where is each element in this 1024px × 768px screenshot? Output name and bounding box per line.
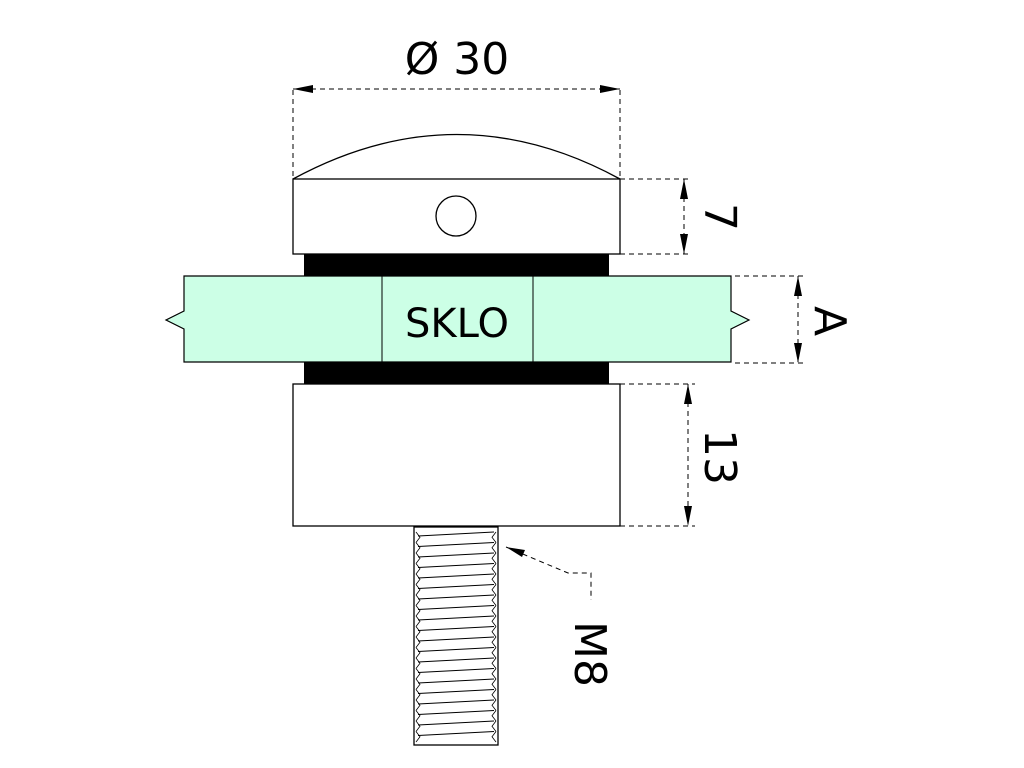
thread-line bbox=[417, 720, 495, 726]
cap-arrow-bottom bbox=[680, 234, 688, 254]
thread-crest bbox=[491, 594, 497, 606]
thread-crest bbox=[415, 647, 421, 659]
thread-crest bbox=[491, 563, 497, 575]
thread-line bbox=[417, 636, 495, 642]
set-screw-hole bbox=[435, 195, 477, 237]
cap-body bbox=[292, 178, 621, 255]
thread-crest bbox=[415, 626, 421, 638]
thread-leader-line bbox=[505, 546, 592, 600]
base-height-label: 13 bbox=[694, 429, 745, 485]
threaded-rod bbox=[413, 526, 499, 746]
thread-crest bbox=[491, 542, 497, 554]
thread-line bbox=[417, 531, 495, 537]
thread-line bbox=[417, 584, 495, 589]
thread-crest bbox=[491, 605, 497, 617]
lower-gasket bbox=[304, 362, 609, 384]
thread-line bbox=[417, 563, 495, 568]
glass-thickness-dimension: A bbox=[735, 275, 855, 364]
glass-body bbox=[164, 275, 751, 363]
thread-crest bbox=[415, 605, 421, 617]
thread-line bbox=[417, 552, 495, 558]
thread-line bbox=[417, 710, 495, 715]
thread-crest bbox=[491, 573, 497, 585]
thread-line bbox=[417, 605, 495, 610]
thread-crest bbox=[415, 668, 421, 680]
thread-crest bbox=[491, 636, 497, 648]
thread-crest bbox=[491, 689, 497, 701]
thread-crest bbox=[415, 636, 421, 648]
diameter-dimension: Ø 30 bbox=[292, 34, 621, 177]
base-arrow-top bbox=[684, 384, 692, 404]
thread-crest bbox=[415, 573, 421, 585]
cap-arrow-top bbox=[680, 179, 688, 199]
top-cap bbox=[292, 133, 621, 255]
thread-crest bbox=[491, 731, 497, 743]
thread-label: M8 bbox=[564, 621, 615, 687]
thread-line bbox=[417, 615, 495, 621]
thread-crest bbox=[491, 626, 497, 638]
thread-crest bbox=[415, 584, 421, 596]
thread-crest bbox=[415, 731, 421, 743]
upper-gasket bbox=[304, 254, 609, 276]
thread-callout: M8 bbox=[505, 546, 615, 687]
thread-crest bbox=[415, 720, 421, 732]
rod-outline bbox=[413, 526, 499, 746]
rod-threads bbox=[415, 531, 497, 743]
thread-crest bbox=[415, 615, 421, 627]
base-height-dimension: 13 bbox=[620, 383, 745, 527]
base-cylinder bbox=[292, 383, 621, 527]
glass-arrow-bottom bbox=[794, 343, 802, 363]
thread-crest bbox=[415, 657, 421, 669]
thread-crest bbox=[415, 563, 421, 575]
glass-pane: SKLO bbox=[164, 275, 751, 363]
thread-crest bbox=[491, 647, 497, 659]
thread-crest bbox=[491, 657, 497, 669]
thread-crest bbox=[491, 552, 497, 564]
thread-line bbox=[417, 731, 495, 736]
thread-crest bbox=[491, 678, 497, 690]
thread-crest bbox=[491, 584, 497, 596]
thread-crest bbox=[415, 678, 421, 690]
cap-height-dimension: 7 bbox=[620, 178, 745, 255]
thread-line bbox=[417, 647, 495, 652]
thread-leader-arrow bbox=[506, 547, 525, 557]
thread-line bbox=[417, 594, 495, 600]
thread-crest bbox=[415, 699, 421, 711]
thread-crest bbox=[415, 594, 421, 606]
thread-crest bbox=[491, 668, 497, 680]
cap-dome bbox=[292, 133, 621, 180]
cap-height-label: 7 bbox=[694, 203, 745, 231]
thread-line bbox=[417, 573, 495, 579]
glass-thickness-label: A bbox=[804, 306, 855, 336]
thread-line bbox=[417, 626, 495, 631]
thread-crest bbox=[491, 699, 497, 711]
thread-crest bbox=[491, 710, 497, 722]
thread-crest bbox=[415, 710, 421, 722]
thread-crest bbox=[415, 531, 421, 543]
thread-crest bbox=[491, 720, 497, 732]
thread-crest bbox=[415, 689, 421, 701]
thread-line bbox=[417, 657, 495, 663]
thread-crest bbox=[491, 531, 497, 543]
glass-arrow-top bbox=[794, 276, 802, 296]
diameter-label: Ø 30 bbox=[405, 34, 510, 85]
thread-crest bbox=[491, 615, 497, 627]
thread-line bbox=[417, 699, 495, 705]
thread-crest bbox=[415, 552, 421, 564]
thread-line bbox=[417, 689, 495, 694]
base-arrow-bottom bbox=[684, 506, 692, 526]
thread-crest bbox=[415, 542, 421, 554]
diameter-arrow-right bbox=[600, 85, 620, 93]
diameter-arrow-left bbox=[293, 85, 313, 93]
thread-line bbox=[417, 678, 495, 684]
thread-line bbox=[417, 668, 495, 673]
glass-label: SKLO bbox=[405, 301, 509, 347]
thread-line bbox=[417, 542, 495, 547]
